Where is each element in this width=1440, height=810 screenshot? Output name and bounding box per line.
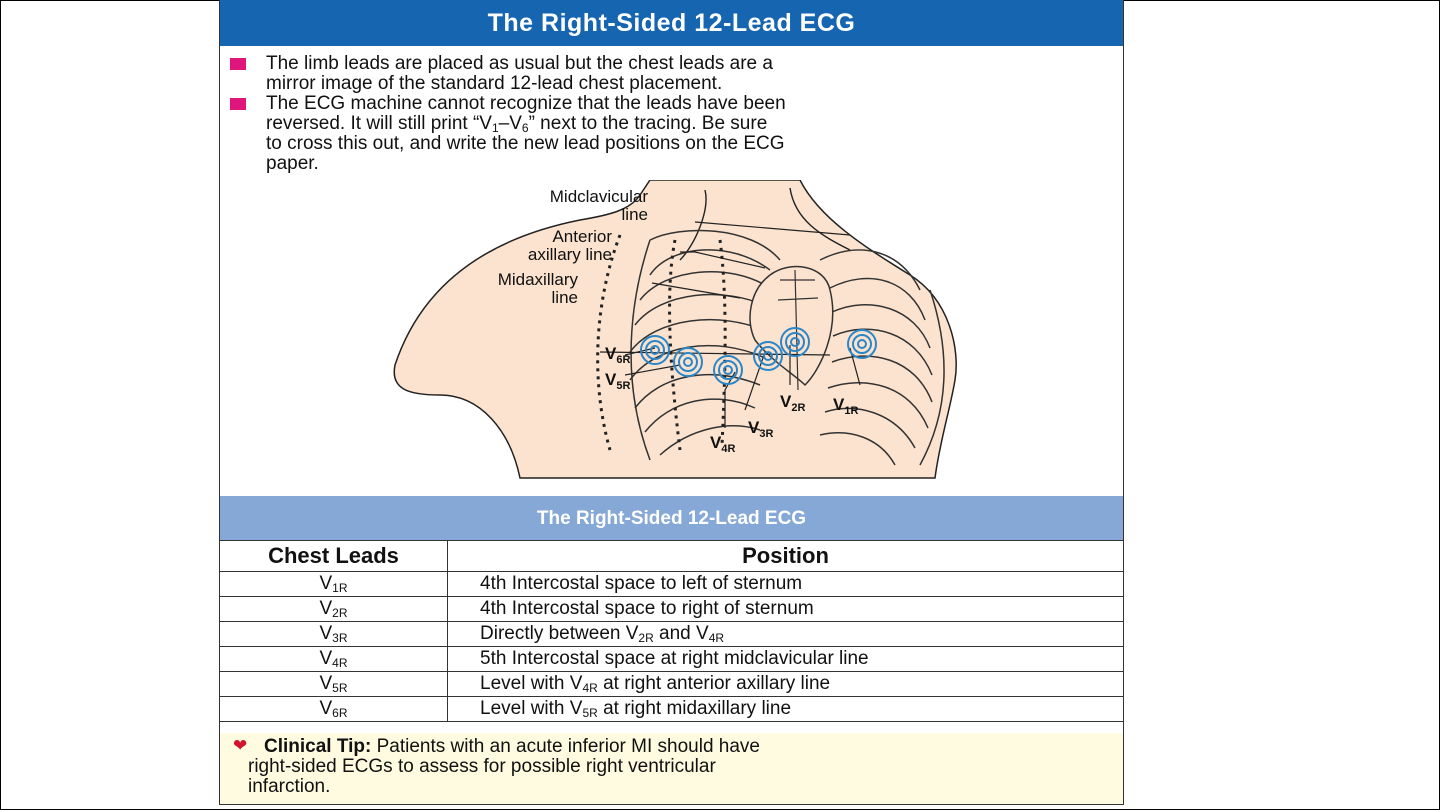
table-row: V2R 4th Intercostal space to right of st… xyxy=(220,596,1123,622)
chest-diagram: Midclavicular line Anterior axillary lin… xyxy=(393,180,957,479)
label-midaxillary: Midaxillary xyxy=(498,270,579,289)
lead-cell: V4R xyxy=(220,646,448,672)
bullet-list: The limb leads are placed as usual but t… xyxy=(230,54,1110,174)
table-row: V4R 5th Intercostal space at right midcl… xyxy=(220,646,1123,672)
label-midclavicular: Midclavicular xyxy=(550,187,649,206)
bullet-line: to cross this out, and write the new lea… xyxy=(266,133,785,154)
bullet-line: reversed. It will still print “V1–V6” ne… xyxy=(266,113,768,135)
lead-cell: V6R xyxy=(220,696,448,722)
leader-lines xyxy=(624,221,861,428)
square-bullet-icon xyxy=(230,98,246,110)
label-v3r: V3R xyxy=(748,418,773,440)
slide-card: The Right-Sided 12-Lead ECG The limb lea… xyxy=(219,0,1124,805)
lead-position-table: Chest Leads Position V1R 4th Intercostal… xyxy=(220,540,1123,722)
heart-icon: ❤ xyxy=(233,736,248,755)
bullet-line: mirror image of the standard 12-lead che… xyxy=(266,73,723,94)
torso-outline xyxy=(393,180,957,479)
label-v2r: V2R xyxy=(780,392,805,414)
label-anterior: Anterior xyxy=(552,227,612,246)
lead-cell: V5R xyxy=(220,671,448,697)
table-header-row: Chest Leads Position xyxy=(220,540,1123,572)
reference-lines xyxy=(596,234,727,451)
table-caption: The Right-Sided 12-Lead ECG xyxy=(220,496,1123,540)
label-midaxillary-line: line xyxy=(552,288,578,307)
position-cell: 5th Intercostal space at right midclavic… xyxy=(447,646,1123,672)
position-cell: 4th Intercostal space to left of sternum xyxy=(447,571,1123,597)
clinical-tip-text: Clinical Tip: Patients with an acute inf… xyxy=(248,736,760,797)
clinical-tip-box: ❤ Clinical Tip: Patients with an acute i… xyxy=(220,733,1123,804)
position-cell: Level with V4R at right anterior axillar… xyxy=(447,671,1123,697)
label-v4r: V4R xyxy=(710,433,735,455)
header-chest-leads: Chest Leads xyxy=(220,540,448,572)
bullet-item: The ECG machine cannot recognize that th… xyxy=(230,94,1110,174)
table-row: V1R 4th Intercostal space to left of ste… xyxy=(220,571,1123,597)
label-anterior-axillary: axillary line xyxy=(528,245,612,264)
header-position: Position xyxy=(447,540,1123,572)
electrode-v2r xyxy=(780,327,810,357)
electrode-v5r xyxy=(673,347,703,377)
position-cell: Directly between V2R and V4R xyxy=(447,621,1123,647)
label-v5r: V5R xyxy=(605,370,630,392)
bullet-line: The limb leads are placed as usual but t… xyxy=(266,53,773,74)
electrode-v1r xyxy=(847,329,877,359)
electrodes xyxy=(640,327,877,385)
heart-outline xyxy=(749,265,834,387)
lead-cell: V1R xyxy=(220,571,448,597)
table-row: V3R Directly between V2R and V4R xyxy=(220,621,1123,647)
lead-cell: V2R xyxy=(220,596,448,622)
label-v1r: V1R xyxy=(833,395,858,417)
bullet-line: paper. xyxy=(266,153,319,174)
bullet-line: The ECG machine cannot recognize that th… xyxy=(266,93,786,114)
rib-cage xyxy=(629,229,945,466)
page-title: The Right-Sided 12-Lead ECG xyxy=(220,0,1123,46)
position-cell: 4th Intercostal space to right of sternu… xyxy=(447,596,1123,622)
lead-cell: V3R xyxy=(220,621,448,647)
square-bullet-icon xyxy=(230,58,246,70)
electrode-v4r xyxy=(713,355,743,385)
position-cell: Level with V5R at right midaxillary line xyxy=(447,696,1123,722)
electrode-v3r xyxy=(753,341,783,371)
label-midclavicular-line: line xyxy=(622,205,648,224)
bullet-item: The limb leads are placed as usual but t… xyxy=(230,54,1110,94)
label-v6r: V6R xyxy=(605,344,630,366)
table-row: V5R Level with V4R at right anterior axi… xyxy=(220,671,1123,697)
table-row: V6R Level with V5R at right midaxillary … xyxy=(220,696,1123,722)
electrode-v6r xyxy=(640,335,670,365)
